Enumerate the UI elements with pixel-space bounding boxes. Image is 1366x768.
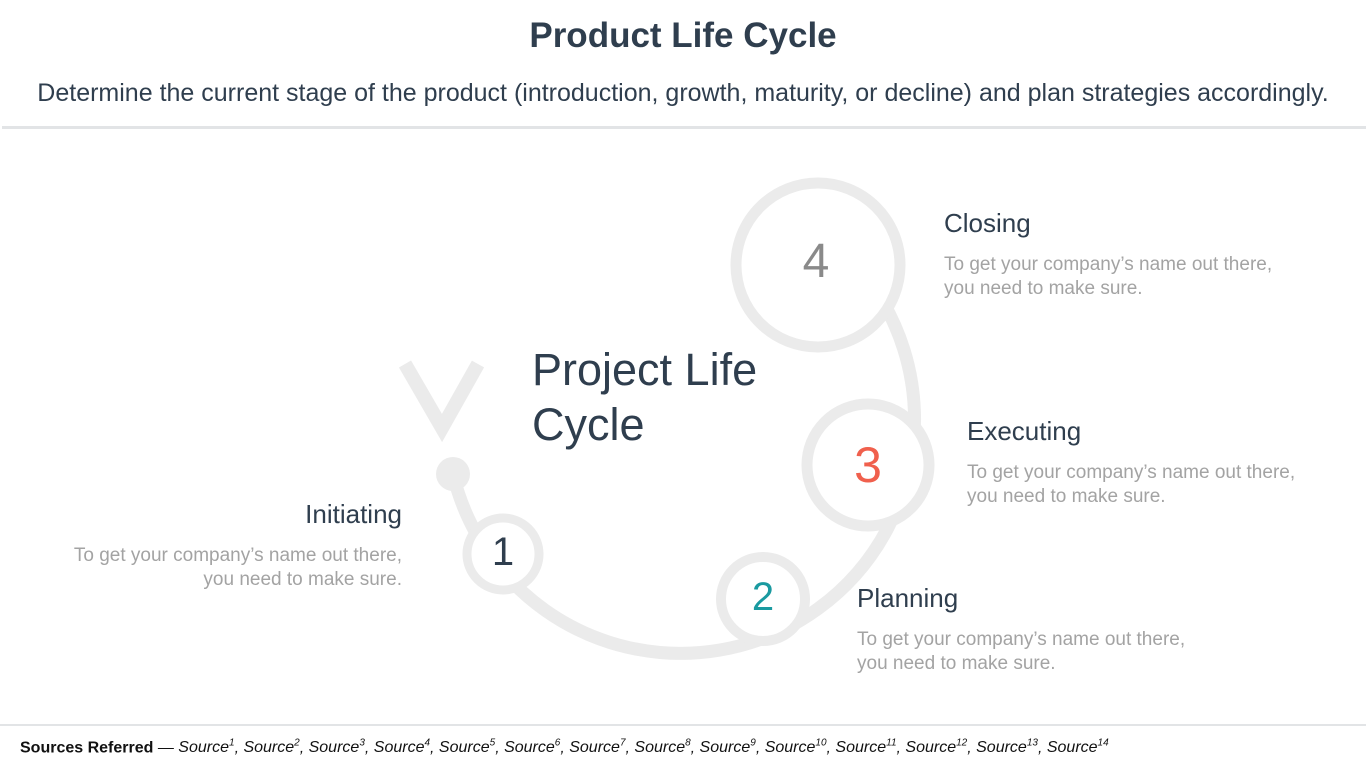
page-subtitle: Determine the current stage of the produ… bbox=[37, 79, 1329, 107]
source-superscript: 3 bbox=[359, 738, 365, 749]
cycle-start-dot bbox=[436, 457, 470, 491]
source-text: Source bbox=[1046, 739, 1098, 757]
stage-description-line2: you need to make sure. bbox=[857, 653, 1056, 674]
source-item: Source4 bbox=[373, 738, 431, 757]
stage-circle-3 bbox=[801, 398, 935, 532]
cycle-ring bbox=[446, 213, 922, 660]
stage-closing: Closing To get your company’s name out t… bbox=[944, 208, 1304, 301]
source-text: Source bbox=[243, 739, 295, 757]
center-label: Project Life Cycle bbox=[532, 342, 792, 452]
source-superscript: 13 bbox=[1026, 738, 1038, 749]
source-item: Source6 bbox=[504, 738, 561, 757]
source-superscript: 11 bbox=[886, 738, 897, 749]
source-superscript: 9 bbox=[750, 738, 756, 749]
source-item: Source14 bbox=[1046, 738, 1109, 757]
source-item: Source7 bbox=[569, 738, 626, 757]
header-divider bbox=[2, 126, 1366, 129]
source-text: Source bbox=[504, 739, 555, 757]
sources-list: Source1, Source2, Source3, Source4, Sour… bbox=[178, 738, 1109, 757]
page-title: Product Life Cycle bbox=[529, 16, 837, 55]
stage-number-2: 2 bbox=[751, 575, 775, 619]
stage-description-line1: To get your company’s name out there, bbox=[967, 462, 1296, 483]
source-item: Source9 bbox=[699, 738, 756, 757]
source-text: Source bbox=[835, 739, 887, 757]
source-superscript: 6 bbox=[554, 738, 561, 749]
source-text: Source bbox=[699, 739, 751, 757]
stage-title: Planning bbox=[857, 583, 959, 613]
source-text: Source bbox=[905, 739, 957, 757]
source-superscript: 2 bbox=[294, 738, 300, 749]
stage-description-line1: To get your company’s name out there, bbox=[857, 629, 1186, 650]
stage-description-line2: you need to make sure. bbox=[944, 278, 1143, 299]
sources-footer: Sources Referred — Source1, Source2, Sou… bbox=[20, 738, 1109, 757]
stage-title: Initiating bbox=[305, 499, 402, 529]
source-superscript: 4 bbox=[424, 738, 431, 749]
source-item: Source11 bbox=[835, 738, 897, 757]
source-text: Source bbox=[178, 739, 229, 757]
stage-description-line1: To get your company’s name out there, bbox=[944, 254, 1273, 275]
source-superscript: 8 bbox=[685, 738, 691, 749]
stage-executing: Executing To get your company’s name out… bbox=[967, 416, 1327, 509]
source-item: Source1 bbox=[178, 738, 235, 757]
source-item: Source12 bbox=[905, 738, 968, 757]
source-item: Source8 bbox=[634, 738, 691, 757]
source-superscript: 1 bbox=[229, 738, 235, 749]
footer-divider bbox=[0, 724, 1366, 726]
stage-description: To get your company’s name out there, yo… bbox=[42, 544, 402, 592]
source-superscript: 5 bbox=[489, 738, 496, 749]
source-text: Source bbox=[764, 739, 816, 757]
source-superscript: 10 bbox=[815, 738, 827, 749]
source-superscript: 12 bbox=[956, 738, 968, 749]
source-text: Source bbox=[634, 739, 686, 757]
stage-description-line1: To get your company’s name out there, bbox=[73, 545, 402, 566]
source-item: Source5 bbox=[438, 738, 496, 757]
source-item: Source13 bbox=[976, 738, 1038, 757]
stage-description-line2: you need to make sure. bbox=[203, 569, 402, 590]
stage-planning: Planning To get your company’s name out … bbox=[857, 583, 1217, 676]
stage-title: Executing bbox=[967, 416, 1082, 446]
stage-title: Closing bbox=[944, 208, 1031, 238]
stage-number-1: 1 bbox=[491, 530, 515, 574]
center-label-line1: Project Life bbox=[532, 344, 758, 395]
stage-description: To get your company’s name out there, yo… bbox=[857, 628, 1217, 676]
source-text: Source bbox=[438, 739, 490, 757]
stage-description-line2: you need to make sure. bbox=[967, 486, 1166, 507]
source-item: Source3 bbox=[308, 738, 365, 757]
source-text: Source bbox=[373, 739, 425, 757]
stage-number-4: 4 bbox=[802, 235, 830, 288]
source-superscript: 7 bbox=[619, 738, 626, 749]
source-item: Source2 bbox=[243, 738, 300, 757]
stage-description: To get your company’s name out there, yo… bbox=[967, 461, 1327, 509]
sources-separator: — bbox=[157, 739, 179, 757]
source-item: Source10 bbox=[764, 738, 827, 757]
source-superscript: 14 bbox=[1097, 738, 1109, 749]
stage-initiating: Initiating To get your company’s name ou… bbox=[42, 499, 402, 592]
stage-circle-2 bbox=[716, 552, 810, 646]
sources-label: Sources Referred bbox=[20, 739, 154, 757]
source-text: Source bbox=[569, 739, 620, 757]
stage-number-3: 3 bbox=[854, 437, 882, 493]
stage-description: To get your company’s name out there, yo… bbox=[944, 253, 1304, 301]
source-text: Source bbox=[976, 739, 1027, 757]
cycle-arrowhead bbox=[398, 360, 485, 443]
stage-circle-1 bbox=[462, 513, 544, 595]
center-label-line2: Cycle bbox=[532, 399, 645, 450]
source-text: Source bbox=[308, 739, 360, 757]
stage-circle-4 bbox=[730, 177, 906, 353]
